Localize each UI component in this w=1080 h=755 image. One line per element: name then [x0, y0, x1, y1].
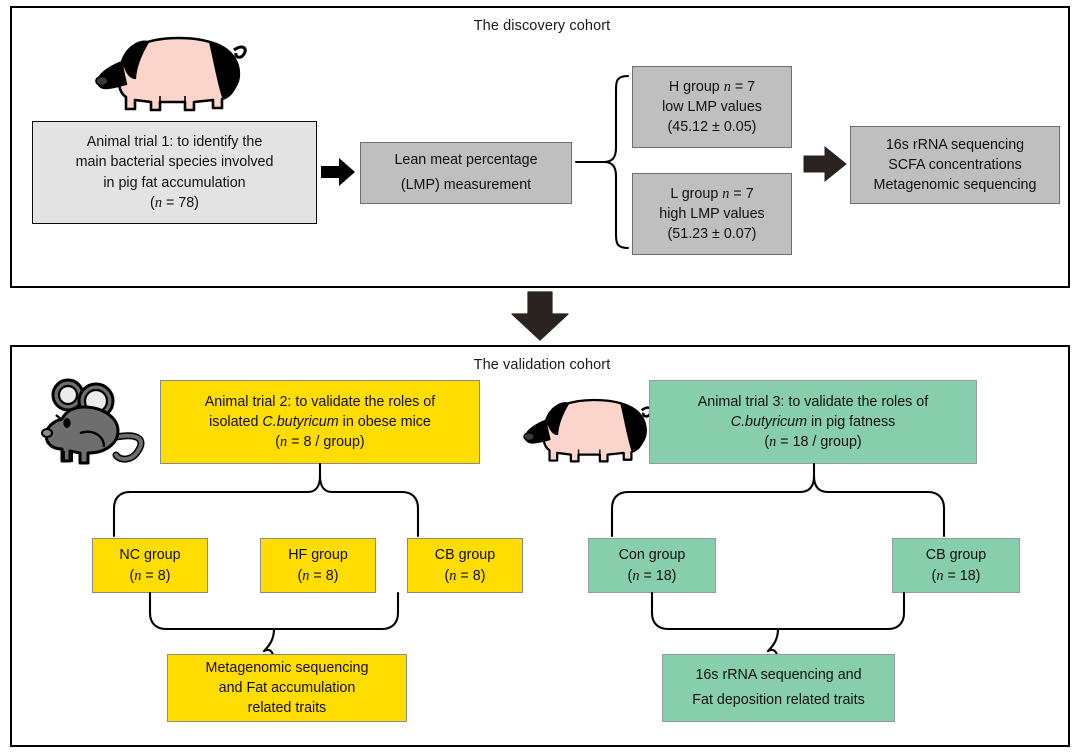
pig-output-line-2: Fat deposition related traits	[692, 692, 865, 708]
hf-group-n: (n = 8)	[297, 567, 339, 584]
box-lmp-measurement: Lean meat percentage (LMP) measurement	[360, 142, 572, 204]
mouse-icon	[41, 378, 145, 465]
trial3-line-2: C.butyricum in pig fatness	[730, 413, 896, 430]
nc-group-name: NC group	[119, 547, 181, 564]
con-group-n: (n = 18)	[627, 567, 677, 584]
box-mouse-outputs: Metagenomic sequencing and Fat accumulat…	[167, 654, 407, 722]
box-mouse-group-hf: HF group (n = 8)	[260, 538, 376, 593]
con-group-name: Con group	[618, 547, 686, 564]
panel-validation-title: The validation cohort	[473, 357, 611, 373]
panel-discovery-cohort: The discovery cohort Animal trial 1: to …	[10, 6, 1070, 288]
cb-group-pig-name: CB group	[925, 547, 987, 564]
box-l-group: L group n = 7 high LMP values (51.23 ± 0…	[632, 173, 792, 255]
h-group-line-1: H group n = 7	[668, 78, 756, 95]
trial3-line-3: (n = 18 / group)	[764, 434, 862, 451]
discovery-output-line-1: 16s rRNA sequencing	[885, 136, 1025, 153]
trial2-line-1: Animal trial 2: to validate the roles of	[204, 393, 436, 410]
trial1-line-3: in pig fat accumulation	[103, 174, 246, 191]
mouse-output-line-3: related traits	[247, 700, 327, 717]
mouse-output-line-1: Metagenomic sequencing	[205, 659, 369, 676]
arrow-right-icon-outputs	[803, 145, 847, 183]
l-group-line-2: high LMP values	[659, 205, 765, 222]
brace-icon-mouse-split	[112, 462, 420, 538]
lmp-line-2: (LMP) measurement	[400, 177, 532, 193]
nc-group-n: (n = 8)	[129, 567, 171, 584]
box-pig-group-con: Con group (n = 18)	[588, 538, 716, 593]
box-animal-trial-2: Animal trial 2: to validate the roles of…	[160, 380, 480, 464]
cb-group-mouse-n: (n = 8)	[444, 567, 486, 584]
pig-icon	[95, 36, 247, 112]
pig-output-line-1: 16s rRNA sequencing and	[695, 666, 862, 683]
discovery-output-line-2: SCFA concentrations	[888, 156, 1022, 173]
l-group-line-1: L group n = 7	[670, 185, 754, 202]
box-h-group: H group n = 7 low LMP values (45.12 ± 0.…	[632, 66, 792, 148]
trial2-line-2: isolated C.butyricum in obese mice	[209, 413, 431, 430]
panel-validation-cohort: The validation cohort Anima	[10, 345, 1070, 747]
brace-icon-discovery-split	[574, 74, 630, 250]
arrow-down-icon	[511, 291, 569, 341]
trial2-line-3: (n = 8 / group)	[275, 434, 365, 451]
trial1-line-4: (n = 78)	[150, 194, 199, 211]
brace-icon-mouse-stem	[172, 490, 176, 494]
panel-discovery-title: The discovery cohort	[473, 18, 611, 34]
cb-group-pig-n: (n = 18)	[931, 567, 981, 584]
trial1-line-1: Animal trial 1: to identify the	[86, 133, 263, 150]
box-mouse-group-cb: CB group (n = 8)	[407, 538, 523, 593]
hf-group-name: HF group	[288, 547, 348, 564]
mouse-output-line-2: and Fat accumulation	[218, 679, 356, 696]
h-group-line-2: low LMP values	[662, 98, 762, 115]
box-animal-trial-3: Animal trial 3: to validate the roles of…	[649, 380, 977, 464]
trial1-line-2: main bacterial species involved	[75, 154, 274, 171]
box-animal-trial-1: Animal trial 1: to identify the main bac…	[32, 121, 317, 224]
cb-group-mouse-name: CB group	[434, 547, 496, 564]
arrow-right-icon	[321, 158, 355, 186]
box-discovery-outputs: 16s rRNA sequencing SCFA concentrations …	[850, 126, 1060, 204]
box-mouse-group-nc: NC group (n = 8)	[92, 538, 208, 593]
trial3-line-1: Animal trial 3: to validate the roles of	[697, 393, 929, 410]
l-group-line-3: (51.23 ± 0.07)	[667, 226, 757, 243]
box-pig-group-cb: CB group (n = 18)	[892, 538, 1020, 593]
lmp-line-1: Lean meat percentage	[394, 151, 538, 168]
box-pig-outputs: 16s rRNA sequencing and Fat deposition r…	[662, 654, 895, 722]
h-group-line-3: (45.12 ± 0.05)	[667, 119, 757, 136]
discovery-output-line-3: Metagenomic sequencing	[873, 177, 1037, 194]
pig-icon-validation	[523, 398, 653, 463]
brace-icon-pig-split	[610, 462, 946, 538]
